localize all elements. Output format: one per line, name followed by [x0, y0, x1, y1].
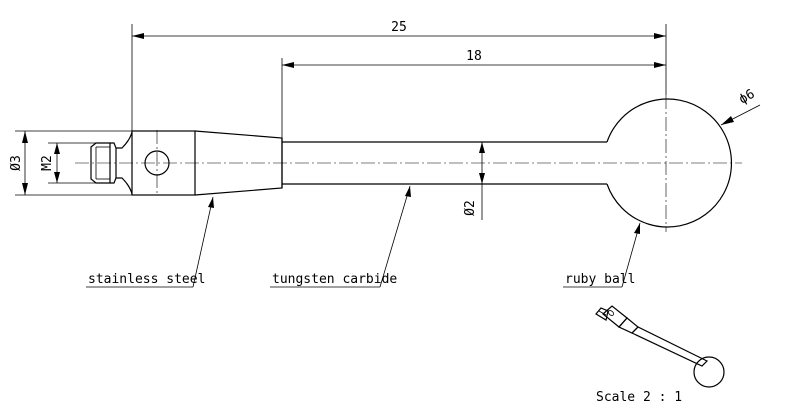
dimension-overall-length [131, 24, 667, 131]
shaft-diameter-value: Ø2 [463, 200, 478, 216]
cross-hole [144, 150, 170, 176]
shaft-length-value: 18 [466, 49, 482, 64]
label-stainless-steel: stainless steel [88, 272, 205, 287]
dimension-shaft-length [281, 58, 666, 138]
dimension-shaft-diameter [479, 142, 485, 220]
body-diameter-value: Ø3 [9, 155, 24, 171]
dimension-thread [48, 142, 96, 184]
leader-tungsten-carbide [270, 185, 411, 288]
isometric-view [595, 305, 725, 388]
dimension-ball-diameter [720, 104, 761, 126]
leader-ruby-ball [563, 222, 641, 288]
ball-diameter-value: ϕ6 [737, 87, 758, 108]
label-tungsten-carbide: tungsten carbide [272, 272, 397, 287]
dimension-body-diameter [15, 130, 132, 196]
leader-stainless-steel [86, 196, 214, 288]
thread-value: M2 [40, 155, 55, 171]
tungsten-carbide-shaft [281, 138, 607, 188]
overall-length-value: 25 [391, 20, 407, 35]
ruby-ball [606, 98, 733, 228]
label-ruby-ball: ruby ball [565, 272, 635, 287]
scale-label: Scale 2 : 1 [596, 390, 682, 405]
